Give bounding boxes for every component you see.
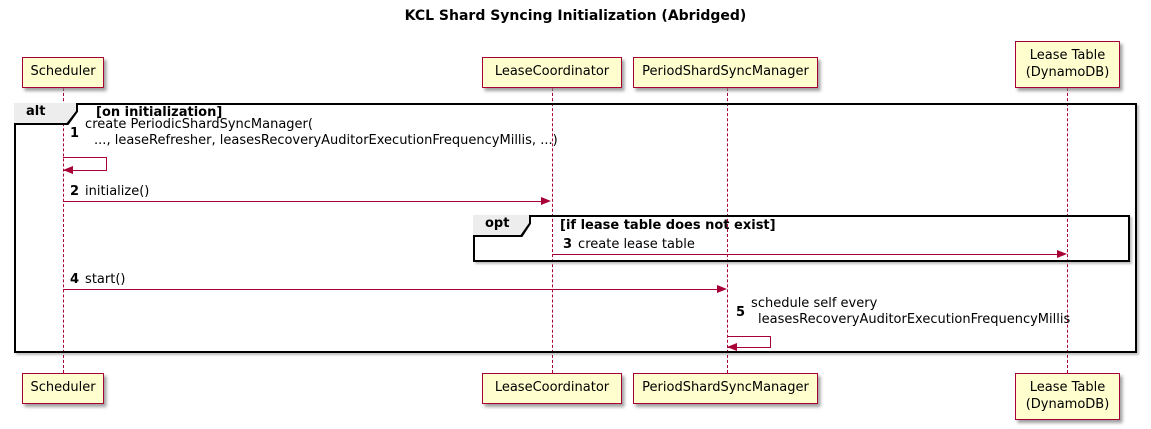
participant-leasetable-top: Lease Table (DynamoDB) bbox=[1015, 41, 1120, 88]
alt-operator-pentagon: alt bbox=[14, 103, 78, 125]
message-1-arrowhead bbox=[63, 166, 73, 174]
lifeline-leasetable bbox=[1067, 88, 1068, 373]
message-2-arrowhead bbox=[541, 197, 551, 205]
lifeline-scheduler bbox=[63, 88, 64, 373]
participant-leasecoordinator-top: LeaseCoordinator bbox=[482, 57, 622, 88]
lifeline-periodshardsyncmanager bbox=[727, 88, 728, 373]
message-4-label: 4 start() bbox=[70, 272, 125, 287]
message-5-number: 5 bbox=[736, 304, 746, 320]
message-3-arrow bbox=[552, 254, 1057, 255]
opt-guard: [if lease table does not exist] bbox=[560, 218, 776, 233]
participant-leasetable-bottom: Lease Table (DynamoDB) bbox=[1015, 373, 1120, 420]
participant-scheduler-top: Scheduler bbox=[22, 57, 104, 88]
message-1-self-arrow bbox=[63, 157, 107, 171]
message-2-number: 2 bbox=[70, 184, 80, 199]
participant-leasecoordinator-bottom: LeaseCoordinator bbox=[482, 373, 622, 404]
message-1-text: create PeriodicShardSyncManager( ..., le… bbox=[85, 117, 558, 148]
message-1-label: 1 create PeriodicShardSyncManager( ..., … bbox=[70, 117, 558, 149]
message-5-text: schedule self every leasesRecoveryAudito… bbox=[751, 296, 1071, 327]
message-3-text: create lease table bbox=[578, 237, 695, 252]
message-3-arrowhead bbox=[1057, 250, 1067, 258]
participant-scheduler-bottom: Scheduler bbox=[22, 373, 104, 404]
message-4-text: start() bbox=[85, 272, 126, 287]
message-4-arrow bbox=[63, 289, 717, 290]
message-1-number: 1 bbox=[70, 125, 80, 141]
message-4-arrowhead bbox=[717, 285, 727, 293]
diagram-title: KCL Shard Syncing Initialization (Abridg… bbox=[404, 8, 747, 24]
alt-guard: [on initialization] bbox=[96, 105, 223, 120]
message-2-label: 2 initialize() bbox=[70, 184, 149, 199]
message-5-arrowhead bbox=[727, 343, 737, 351]
message-3-number: 3 bbox=[563, 237, 573, 252]
alt-frame bbox=[14, 103, 1137, 353]
message-4-number: 4 bbox=[70, 272, 80, 287]
opt-operator-pentagon: opt bbox=[473, 215, 531, 237]
alt-operator-label: alt bbox=[14, 103, 76, 123]
participant-periodshardsyncmanager-bottom: PeriodShardSyncManager bbox=[633, 373, 818, 404]
participant-periodshardsyncmanager-top: PeriodShardSyncManager bbox=[633, 57, 818, 88]
message-2-text: initialize() bbox=[85, 184, 150, 199]
message-2-arrow bbox=[63, 201, 542, 202]
message-3-label: 3 create lease table bbox=[563, 237, 695, 252]
lifeline-leasecoordinator bbox=[552, 88, 553, 373]
opt-frame bbox=[473, 215, 1130, 262]
opt-operator-label: opt bbox=[473, 215, 529, 235]
message-5-label: 5 schedule self every leasesRecoveryAudi… bbox=[736, 296, 1070, 328]
message-5-self-arrow bbox=[727, 336, 771, 348]
